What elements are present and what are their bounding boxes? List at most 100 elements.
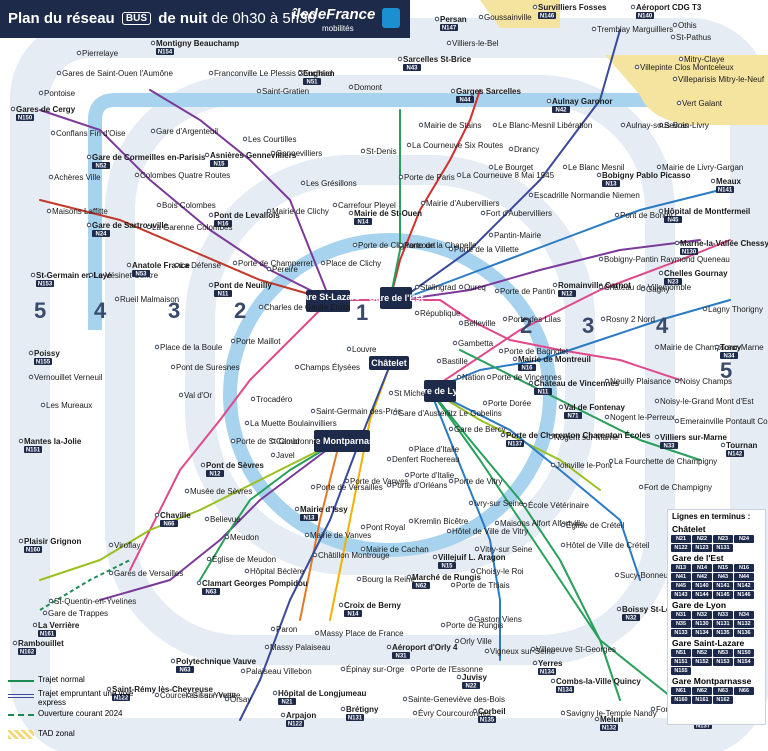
terminus-line-badge[interactable]: N22 xyxy=(692,535,712,543)
station-blancmesnil2[interactable]: Le Blanc Mesnil xyxy=(562,163,625,172)
station-hvvitry[interactable]: Hôtel de Ville de Vitry xyxy=(446,527,528,536)
station-paron[interactable]: Paron xyxy=(270,625,297,634)
station-austerlitz[interactable]: Gare d'Austerlitz Le Gobelins xyxy=(392,409,502,418)
station-stgenevieve[interactable]: Sainte-Geneviève des-Bois xyxy=(402,695,505,704)
station-belleville[interactable]: Belleville xyxy=(458,319,496,328)
terminus-line-badge[interactable]: N62 xyxy=(692,687,712,695)
station-courcelles[interactable]: Courcelles sur-Yvette xyxy=(154,691,237,700)
station-vanves[interactable]: Porte de Vanves xyxy=(344,477,409,486)
station-pdoree[interactable]: Porte Dorée xyxy=(482,399,532,408)
station-othis[interactable]: Othis xyxy=(672,21,697,30)
station-epinay[interactable]: Épinay sur-Orge xyxy=(340,665,405,674)
station-tremblay[interactable]: Tremblay Marguilliers xyxy=(591,25,673,34)
station-lagny[interactable]: Lagny Thorigny xyxy=(702,305,763,314)
terminus-line-badge[interactable]: N14 xyxy=(692,564,712,572)
terminus-line-badge[interactable]: N44 xyxy=(734,573,754,581)
station-villette[interactable]: Porte de la Villette xyxy=(448,245,519,254)
station-rueil[interactable]: Rueil Malmaison xyxy=(114,295,179,304)
station-fourchette[interactable]: La Fourchette de Champigny xyxy=(608,457,717,466)
station-escadrille[interactable]: Escadrille Normandie Niemen xyxy=(528,191,640,200)
terminus-line-badge[interactable]: N155 xyxy=(671,667,691,675)
station-vesinet[interactable]: Le Vésinet Centre xyxy=(88,271,159,280)
terminus-line-badge[interactable]: N122 xyxy=(671,544,691,552)
station-gresillons[interactable]: Les Grésillons xyxy=(300,179,357,188)
station-neuillyplaisance[interactable]: Neuilly Plaisance xyxy=(604,377,671,386)
terminus-line-badge[interactable]: N35 xyxy=(671,620,691,628)
terminus-line-badge[interactable]: N143 xyxy=(671,591,691,599)
station-acheres[interactable]: Achères Ville xyxy=(48,173,101,182)
station-carrefour[interactable]: Carrefour Pleyel xyxy=(332,201,396,210)
station-pvitry[interactable]: Porte de Vitry xyxy=(448,477,502,486)
terminus-line-badge[interactable]: N151 xyxy=(671,658,691,666)
station-ladefense[interactable]: La Défense xyxy=(174,261,221,270)
terminus-line-badge[interactable]: N135 xyxy=(713,629,733,637)
station-villeneuve[interactable]: Villeneuve St-Georges xyxy=(530,645,616,654)
station-boulaintvilliers[interactable]: La Muette Boulainvilliers xyxy=(244,419,337,428)
terminus-line-badge[interactable]: N150 xyxy=(734,649,754,657)
station-champselysees[interactable]: Champs Élysées xyxy=(294,363,360,372)
station-argenteuil[interactable]: Gare d'Argenteuil xyxy=(150,127,218,136)
station-pontroyal[interactable]: Pont Royal xyxy=(360,523,405,532)
station-sevran[interactable]: Sevran-Livry xyxy=(658,121,709,130)
station-stgermainpres[interactable]: Saint-Germain des-Prés xyxy=(310,407,402,416)
station-bercy[interactable]: Gare de Bercy xyxy=(448,425,506,434)
station-fortchampigny[interactable]: Fort de Champigny xyxy=(638,483,712,492)
terminus-line-badge[interactable]: N63 xyxy=(713,687,733,695)
terminus-line-badge[interactable]: N15 xyxy=(713,564,733,572)
terminus-line-badge[interactable]: N153 xyxy=(713,658,733,666)
station-denfert[interactable]: Denfert Rochereau xyxy=(386,455,460,464)
station-pontbondy[interactable]: Pont de Bondy xyxy=(614,211,672,220)
station-vertgalant[interactable]: Vert Galant xyxy=(676,99,723,108)
station-stains[interactable]: Mairie de Stains xyxy=(418,121,481,130)
station-suresnes[interactable]: Pont de Suresnes xyxy=(170,363,240,372)
station-meudon[interactable]: Meudon xyxy=(224,533,259,542)
terminus-line-badge[interactable]: N52 xyxy=(692,649,712,657)
terminus-line-badge[interactable]: N132 xyxy=(734,620,754,628)
station-chatillon[interactable]: Châtillon Montrouge xyxy=(312,551,390,560)
station-champs[interactable]: Mairie de Champs sur-Marne xyxy=(654,343,764,352)
terminus-line-badge[interactable]: N21 xyxy=(671,535,691,543)
station-noisygrand[interactable]: Noisy-le-Grand Mont d'Est xyxy=(654,397,754,406)
station-nation[interactable]: Nation xyxy=(456,373,485,382)
station-pitalie[interactable]: Place d'Italie xyxy=(408,445,460,454)
station-blancmesnil[interactable]: Le Blanc-Mesnil Libération xyxy=(492,121,592,130)
station-cambronne[interactable]: Cambronne xyxy=(270,437,318,446)
station-nogent[interactable]: Nogent sur-Marne xyxy=(548,433,619,442)
station-creteil[interactable]: Église de Créteil xyxy=(560,521,624,530)
station-gif[interactable]: Gif sur-Yvette xyxy=(186,691,241,700)
terminus-line-badge[interactable]: N31 xyxy=(671,611,691,619)
station-villiers[interactable]: Villiers-le-Bel xyxy=(446,39,499,48)
station-portedeparis[interactable]: Porte de Paris xyxy=(398,173,455,182)
station-valdor[interactable]: Val d'Or xyxy=(178,391,212,400)
station-boule[interactable]: Place de la Boule xyxy=(154,343,223,352)
station-trocadero[interactable]: Trocadéro xyxy=(250,395,293,404)
station-eglisemeudon[interactable]: Église de Meudon xyxy=(206,555,276,564)
station-mitry[interactable]: Mitry-Claye xyxy=(678,55,725,64)
station-ourcq[interactable]: Ourcq xyxy=(458,283,486,292)
station-savigny[interactable]: Savigny le-Temple Nandy xyxy=(560,709,657,718)
station-garenne[interactable]: La Garenne Colombes xyxy=(146,223,233,232)
station-ivry[interactable]: Ivry-sur Seine xyxy=(468,499,524,508)
station-livry[interactable]: Mairie de Livry-Gargan xyxy=(656,163,743,172)
terminus-line-badge[interactable]: N23 xyxy=(713,535,733,543)
